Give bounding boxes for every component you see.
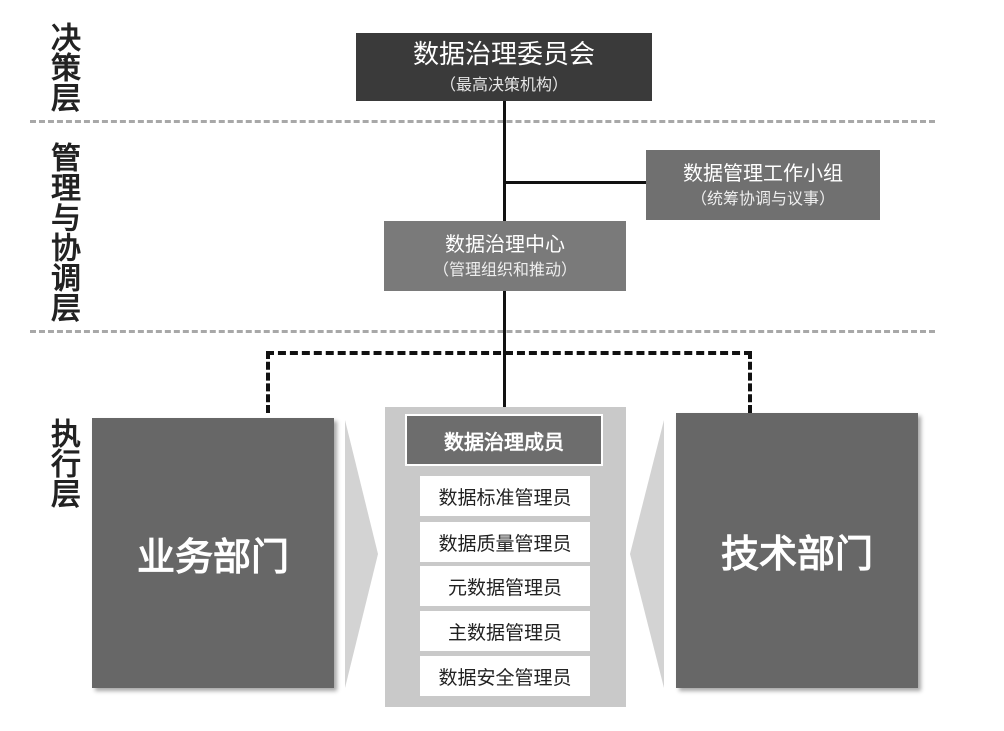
tech-dept-label: 技术部门 bbox=[720, 532, 873, 576]
committee-box: 数据治理委员会 （最高决策机构） bbox=[356, 33, 652, 101]
dashed-link-horizontal bbox=[266, 351, 752, 355]
arrow-business-to-members bbox=[345, 420, 378, 688]
dashed-link-tech bbox=[748, 351, 752, 413]
tech-dept-box: 技术部门 bbox=[676, 413, 918, 688]
working-group-subtitle: （统筹协调与议事） bbox=[690, 189, 835, 209]
center-subtitle: （管理组织和推动） bbox=[432, 260, 577, 280]
layer-divider-bottom bbox=[30, 330, 935, 333]
committee-title: 数据治理委员会 bbox=[412, 39, 595, 70]
connector-center-members bbox=[503, 291, 506, 407]
business-dept-label: 业务部门 bbox=[136, 534, 289, 579]
layer-label-management: 管理与协调层 bbox=[45, 142, 80, 322]
member-role-security: 数据安全管理员 bbox=[420, 656, 590, 696]
working-group-box: 数据管理工作小组 （统筹协调与议事） bbox=[646, 150, 880, 220]
committee-subtitle: （最高决策机构） bbox=[439, 75, 568, 94]
member-role-master-data: 主数据管理员 bbox=[420, 611, 590, 651]
layer-divider-top bbox=[30, 120, 935, 123]
business-dept-box: 业务部门 bbox=[92, 418, 334, 688]
center-title: 数据治理中心 bbox=[445, 232, 565, 257]
member-role-standard: 数据标准管理员 bbox=[420, 476, 590, 516]
member-role-quality: 数据质量管理员 bbox=[420, 522, 590, 562]
arrow-tech-to-members bbox=[630, 420, 664, 688]
working-group-title: 数据管理工作小组 bbox=[683, 161, 843, 186]
connector-working-group bbox=[503, 181, 646, 184]
member-role-metadata: 元数据管理员 bbox=[420, 566, 590, 606]
members-header: 数据治理成员 bbox=[405, 414, 603, 466]
connector-committee-center bbox=[503, 101, 506, 221]
layer-label-execution: 执行层 bbox=[45, 418, 80, 508]
center-box: 数据治理中心 （管理组织和推动） bbox=[384, 221, 626, 291]
layer-label-decision: 决策层 bbox=[45, 22, 80, 112]
dashed-link-business bbox=[266, 351, 270, 413]
